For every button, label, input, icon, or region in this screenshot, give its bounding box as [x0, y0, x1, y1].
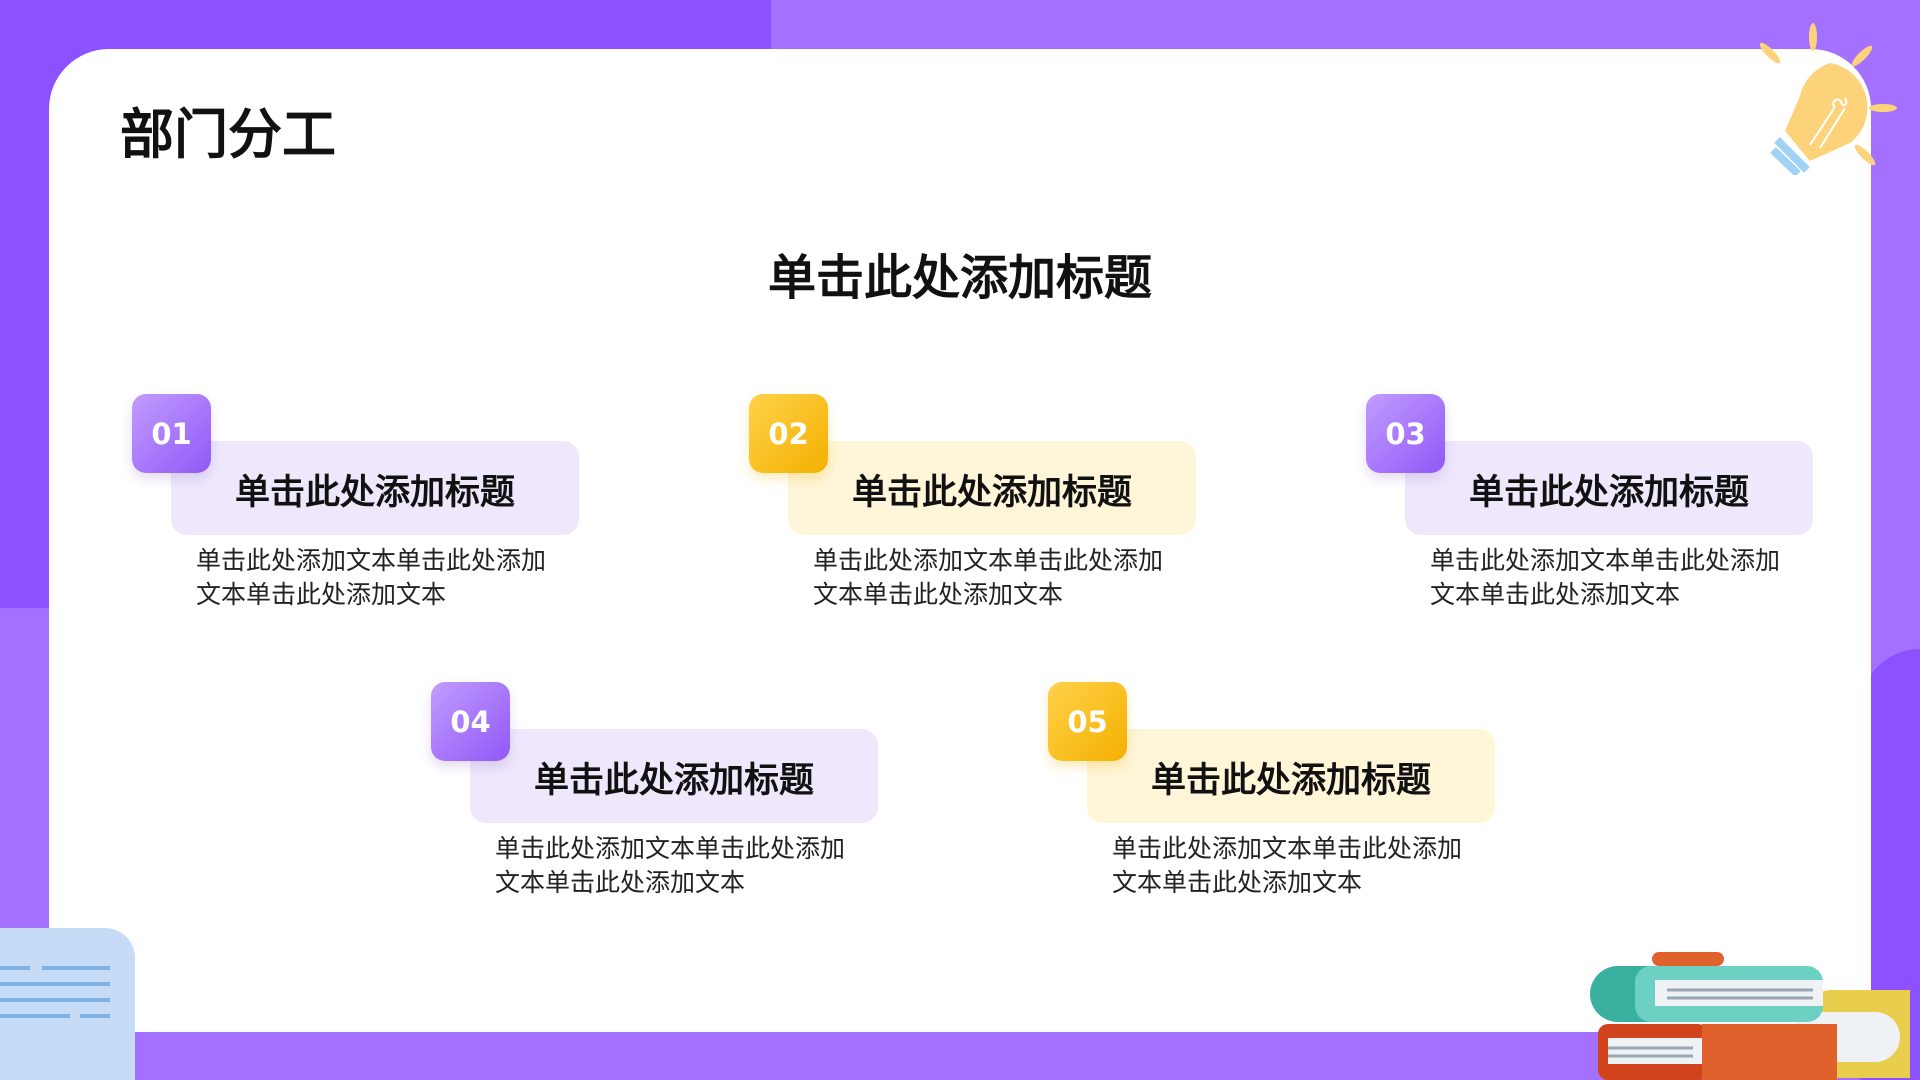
item-text[interactable]: 单击此处添加文本单击此处添加文本单击此处添加文本: [1112, 834, 1463, 897]
number-badge: 02: [749, 394, 828, 473]
page-title: 部门分工: [120, 103, 336, 166]
item-card-03: 03 单击此处添加标题 单击此处添加文本单击此处添加文本单击此处添加文本: [1366, 394, 1826, 614]
item-card-04: 04 单击此处添加标题 单击此处添加文本单击此处添加文本单击此处添加文本: [431, 682, 891, 902]
item-heading[interactable]: 单击此处添加标题: [533, 761, 814, 801]
heading-box: [788, 441, 1196, 535]
number-badge: 04: [431, 682, 510, 761]
item-heading[interactable]: 单击此处添加标题: [234, 473, 515, 513]
heading-box: [470, 729, 878, 823]
number-badge: 03: [1366, 394, 1445, 473]
item-text[interactable]: 单击此处添加文本单击此处添加文本单击此处添加文本: [495, 834, 846, 897]
item-card-05: 05 单击此处添加标题 单击此处添加文本单击此处添加文本单击此处添加文本: [1048, 682, 1508, 902]
item-card-02: 02 单击此处添加标题 单击此处添加文本单击此处添加文本单击此处添加文本: [749, 394, 1209, 614]
lightbulb-icon: [1759, 23, 1897, 175]
slide-card: [49, 49, 1871, 1032]
paper-icon: [0, 928, 135, 1080]
item-heading[interactable]: 单击此处添加标题: [1150, 761, 1431, 801]
heading-box: [1087, 729, 1495, 823]
item-text[interactable]: 单击此处添加文本单击此处添加文本单击此处添加文本: [1430, 546, 1781, 609]
item-heading[interactable]: 单击此处添加标题: [1468, 473, 1749, 513]
item-card-01: 01 单击此处添加标题 单击此处添加文本单击此处添加文本单击此处添加文本: [132, 394, 592, 614]
books-icon: [1590, 952, 1910, 1080]
heading-box: [171, 441, 579, 535]
number-badge: 05: [1048, 682, 1127, 761]
item-text[interactable]: 单击此处添加文本单击此处添加文本单击此处添加文本: [196, 546, 547, 609]
number-badge: 01: [132, 394, 211, 473]
main-title[interactable]: 单击此处添加标题: [767, 250, 1152, 306]
heading-box: [1405, 441, 1813, 535]
item-heading[interactable]: 单击此处添加标题: [851, 473, 1132, 513]
item-text[interactable]: 单击此处添加文本单击此处添加文本单击此处添加文本: [813, 546, 1164, 609]
